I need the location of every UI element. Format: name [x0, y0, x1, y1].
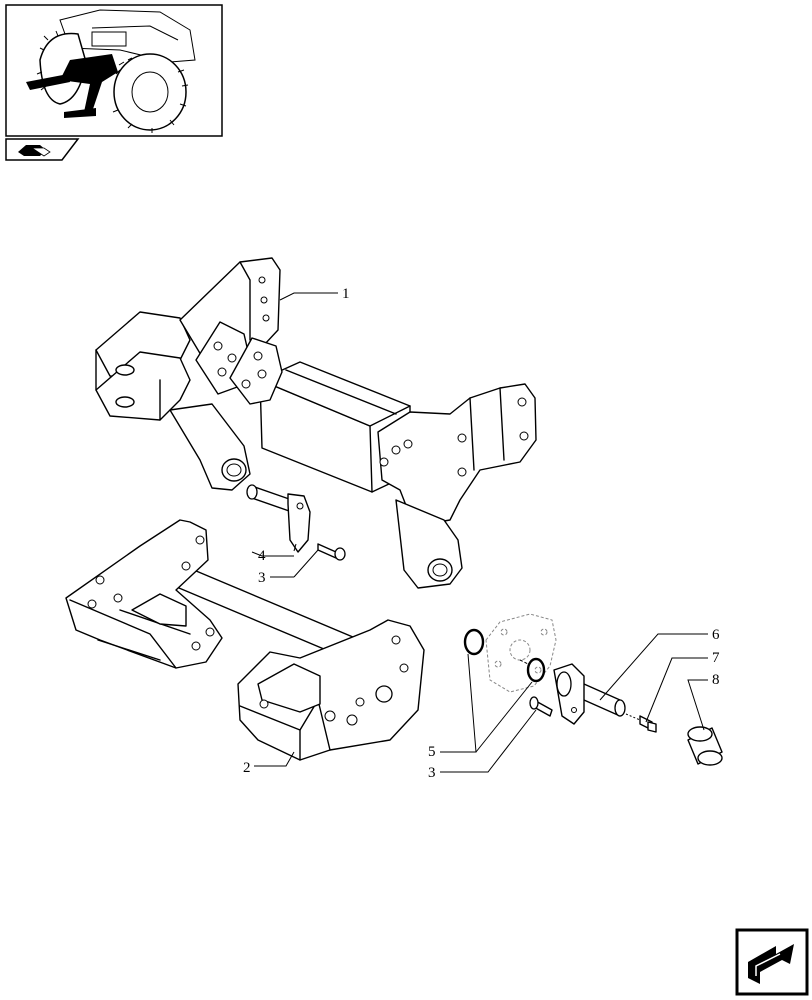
callout-1: 1 [342, 286, 350, 302]
part-6-pin [553, 663, 626, 725]
part-3-bolt-upper [317, 543, 346, 561]
part-1-front-support [95, 257, 537, 589]
callout-2: 2 [243, 760, 251, 776]
next-page-arrow-icon[interactable] [735, 928, 809, 996]
callout-6: 6 [712, 627, 720, 643]
part-7-grease-nipple [625, 713, 657, 733]
callout-labels: 1 2 3 3 4 5 6 7 8 [243, 286, 720, 781]
leader-lines [251, 292, 708, 773]
section-tab-icon [5, 138, 80, 161]
part-8-cap [687, 726, 723, 766]
part-5-o-rings [463, 628, 546, 683]
callout-7: 7 [712, 650, 720, 666]
callout-3-lower: 3 [428, 765, 436, 781]
reference-plate-dashed [485, 613, 557, 693]
tractor-location-thumbnail [5, 4, 223, 137]
part-3-bolt-lower [529, 696, 553, 717]
callout-3-upper: 3 [258, 570, 266, 586]
callout-8: 8 [712, 672, 720, 688]
callout-5: 5 [428, 744, 436, 760]
part-2-swing-frame [65, 519, 425, 761]
part-4-pin-with-tab [246, 484, 311, 553]
callout-4: 4 [258, 548, 266, 564]
